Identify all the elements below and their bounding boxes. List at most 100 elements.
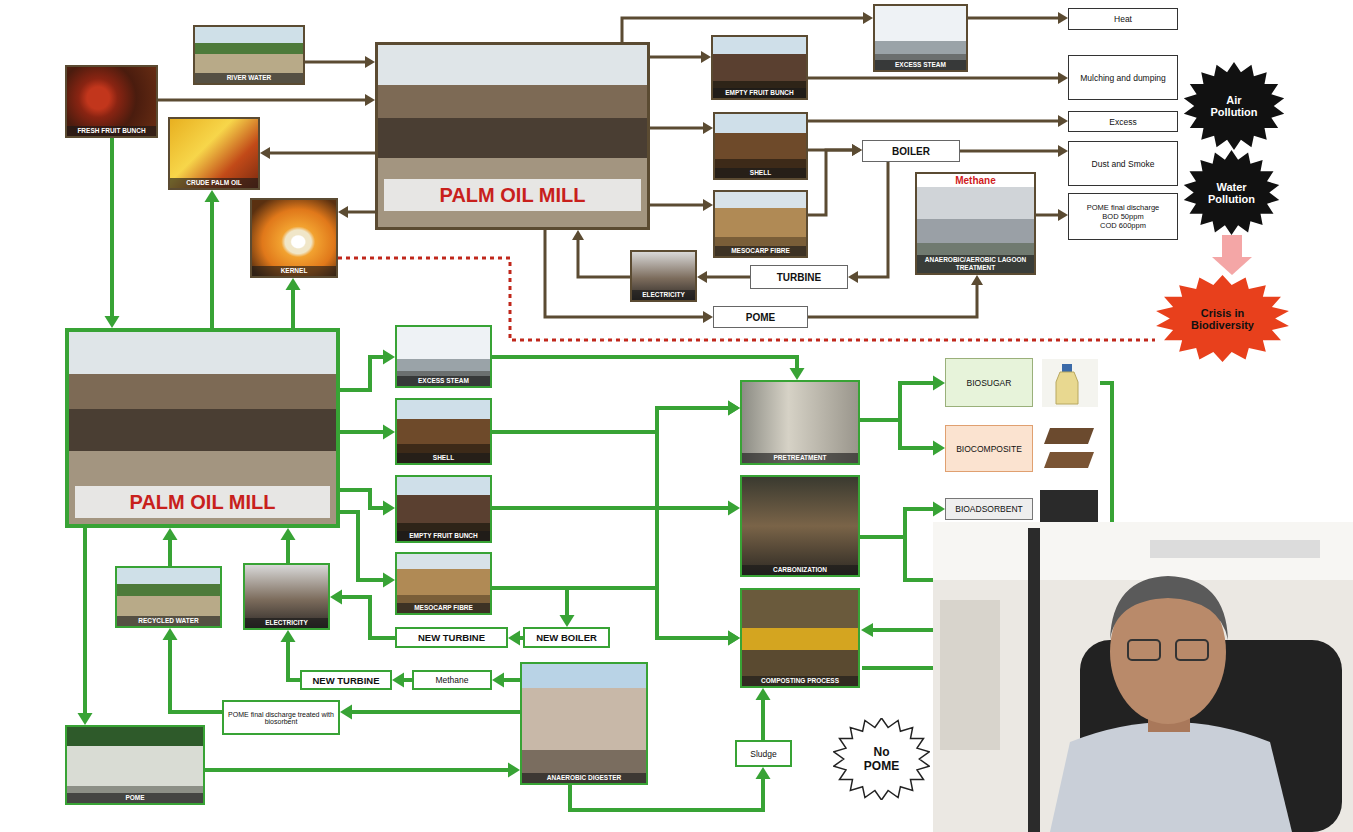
bioadsorbent-picture [1040,490,1098,522]
box-text: Heat [1073,14,1173,24]
flow-connector [756,688,771,740]
photo-tile: CARBONIZATION [740,475,860,577]
arrow-head [1058,209,1068,221]
arrow-head [701,51,711,63]
webcam-glasses [1176,640,1208,660]
connector-line [808,150,855,215]
photo-tile: SHELL [395,398,492,465]
flow-connector [650,199,713,211]
box-text: POME final discharge treated with biosor… [228,711,334,725]
arrow-head [1212,257,1252,275]
biocomposite-tile [1044,428,1094,444]
bottle-background [1042,359,1098,407]
connector-line [960,150,1061,153]
connector-line [110,138,114,320]
photo-tile: COMPOSTING PROCESS [740,588,860,688]
connector-line [291,286,295,328]
arrow-head [78,713,93,725]
box-text: BIOCOMPOSITE [950,444,1028,454]
photo-caption: RECYCLED WATER [117,616,220,626]
flow-connector [286,278,301,328]
arrow-head [703,311,713,323]
starburst-outline [834,718,929,800]
webcam-hair [1110,576,1228,640]
webcam-light [1150,540,1320,558]
box-text: BOILER [867,146,955,157]
starburst-outline [1184,62,1284,150]
flow-connector [650,51,711,63]
flow-connector [808,144,862,215]
connector-line [340,430,387,434]
biocomposite-tile [1044,452,1094,468]
flow-line [862,666,933,670]
box-text: Dust and Smoke [1073,159,1173,169]
flow-connector [848,162,888,283]
photo-tile: POME [65,725,205,805]
box-text: POME final discharge [1073,203,1173,212]
output-box: POME final dischargeBOD 50ppmCOD 600ppm [1068,193,1178,240]
box-text: BIOSUGAR [950,378,1028,388]
process-box: Methane [412,670,492,690]
arrow-head [365,56,375,68]
photo-tile: CRUDE PALM OIL [168,117,260,190]
arrow-head [1058,145,1068,157]
connector-line [267,152,375,155]
connector-line [345,211,375,214]
photo-tile: FRESH FRUIT BUNCH [65,65,158,138]
flow-connector [508,631,523,646]
connector-line [492,408,732,508]
connector-line [286,536,290,563]
connector-line [83,528,87,717]
connector-line [210,198,214,328]
photo-tile: KERNEL [250,198,338,278]
arrow-head [163,628,178,640]
arrow-head [728,401,740,416]
arrow-head [1058,115,1068,127]
flow-connector [860,502,945,538]
connector-line [338,597,395,638]
output-box: Heat [1068,8,1178,30]
arrow-head [281,528,296,540]
flow-connector [492,401,740,509]
burst-text: Air Pollution [1204,94,1264,118]
connector-line [340,512,387,580]
connector-line [860,383,937,420]
photo-caption: MESOCARP FIBRE [715,246,806,256]
photo-caption: EXCESS STEAM [397,376,490,386]
flow-connector [860,420,945,456]
webcam-overlay [933,522,1353,832]
flow-connector [492,673,520,688]
arrow-head [383,425,395,440]
output-box: Excess [1068,111,1178,132]
arrow-head [852,144,862,156]
photo-caption: ELECTRICITY [632,290,695,300]
product-box: BIOCOMPOSITE [945,425,1033,472]
arrow-head [560,615,575,627]
connector-line [808,77,1061,80]
flow-connector [281,528,296,563]
photo-caption: COMPOSTING PROCESS [742,676,858,686]
flow-line [872,628,933,632]
arrow-head [863,12,873,24]
arrow-head [392,673,404,688]
photo-caption: FRESH FRUIT BUNCH [67,126,156,136]
arrow-head [338,206,348,218]
connector-line [168,536,172,566]
connector-line [761,696,765,740]
flow-connector [340,512,395,588]
flow-connector [697,271,750,283]
connector-line [492,408,732,432]
photo-caption: RIVER WATER [195,73,303,83]
box-text: BOD 50ppm [1073,212,1173,221]
starburst-callout: Crisis in Biodiversity [1155,275,1290,362]
tile-background [1042,424,1098,472]
photo-caption: EMPTY FRUIT BUNCH [713,88,806,98]
product-box: BIOSUGAR [945,358,1033,407]
arrow-head [340,705,352,720]
photo-tile: RECYCLED WATER [115,566,222,628]
flow-connector [163,528,178,566]
connector-line [340,490,387,508]
arrow-head [971,275,983,285]
arrow-head [697,271,707,283]
arrow-head [1058,72,1068,84]
